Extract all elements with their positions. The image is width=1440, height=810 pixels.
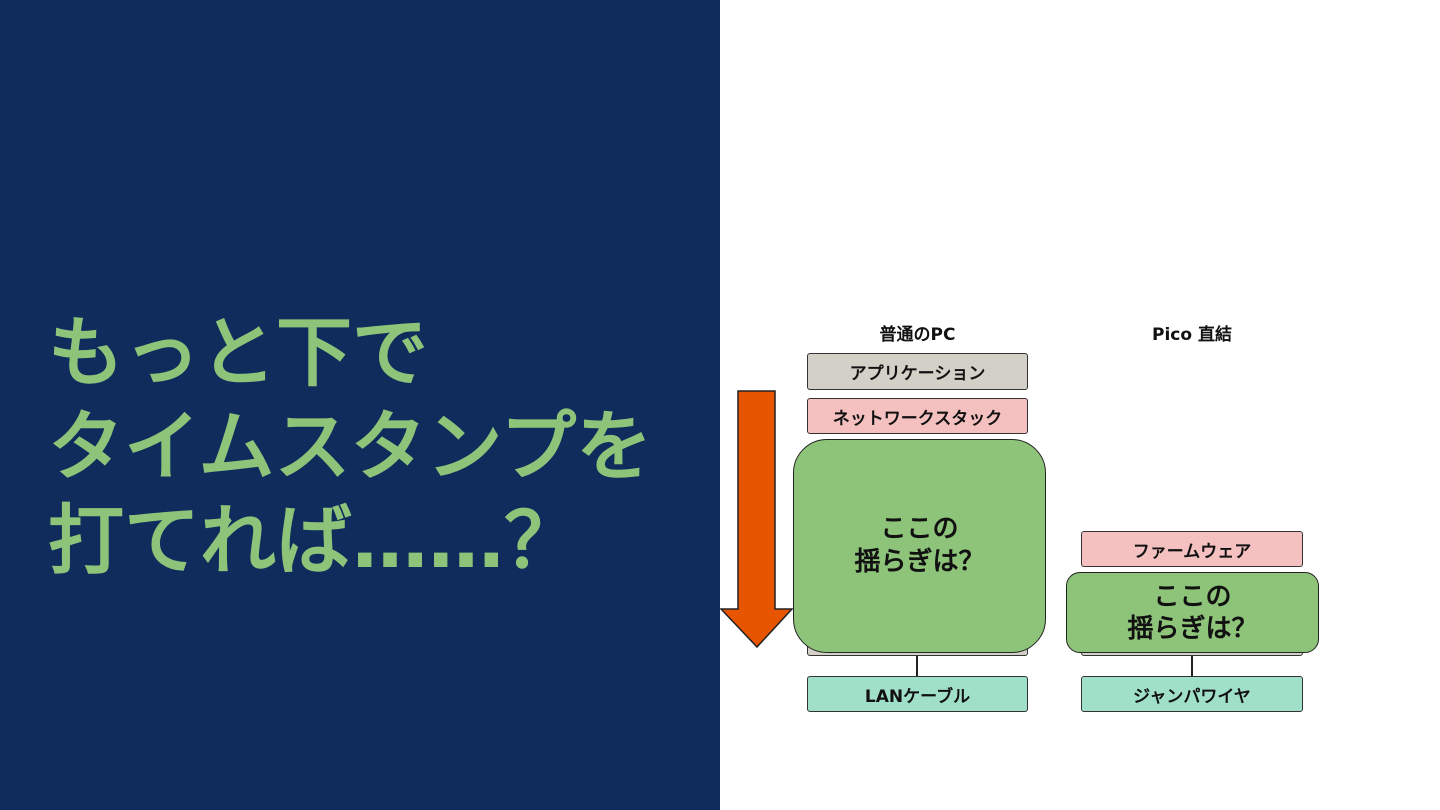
pico-connector <box>1191 656 1193 676</box>
normal-pc-connector <box>916 656 918 676</box>
normal-pc-fluctuation-line-1: ここの <box>880 514 959 544</box>
headline: もっと下で タイムスタンプを 打てれば……？ <box>48 306 708 588</box>
down-arrow-icon <box>720 390 794 649</box>
headline-line-1: もっと下で <box>48 308 428 397</box>
jumper-wire-box: ジャンパワイヤ <box>1081 676 1303 712</box>
pico-fluctuation-box: ここの 揺らぎは？ <box>1066 572 1319 653</box>
headline-line-2: タイムスタンプを <box>48 402 653 491</box>
application-box: アプリケーション <box>807 353 1028 390</box>
headline-line-3: 打てれば……？ <box>48 496 580 585</box>
pico-fluctuation-line-2: 揺らぎは？ <box>1127 613 1258 644</box>
normal-pc-fluctuation-box: ここの 揺らぎは？ <box>793 439 1046 653</box>
pico-fluctuation-line-1: ここの <box>1153 581 1232 612</box>
network-stack-box: ネットワークスタック <box>807 398 1028 434</box>
lan-cable-box: LANケーブル <box>807 676 1028 712</box>
firmware-box: ファームウェア <box>1081 531 1303 567</box>
normal-pc-title: 普通のPC <box>879 325 956 345</box>
diagram-panel: 普通のPC アプリケーション ネットワークスタック ここの 揺らぎは？ LANケ… <box>720 0 1440 810</box>
left-panel: もっと下で タイムスタンプを 打てれば……？ <box>0 0 720 810</box>
normal-pc-fluctuation-line-2: 揺らぎは？ <box>854 547 985 577</box>
pico-title: Pico 直結 <box>1152 325 1232 345</box>
